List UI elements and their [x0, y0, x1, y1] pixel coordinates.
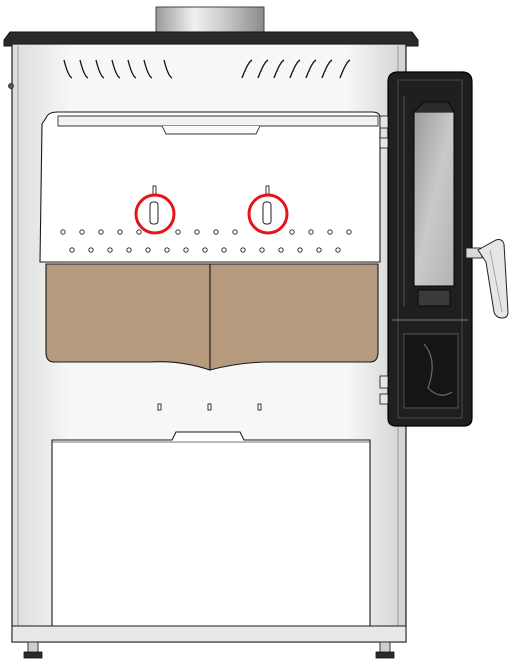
- firebrick-panel-right: [209, 263, 379, 371]
- perforation-row-upper: [60, 229, 352, 235]
- grate-pins: [157, 403, 262, 411]
- door-air-vent: [403, 333, 459, 409]
- top-cap: [3, 31, 419, 47]
- highlight-circle-left: [134, 193, 176, 235]
- lower-compartment: [51, 431, 371, 627]
- door-glass-lower-strip: [417, 289, 451, 307]
- door-inner-edge: [397, 79, 463, 419]
- top-vent-right: [241, 59, 351, 79]
- foot-right: [375, 641, 395, 659]
- top-vent-left: [63, 59, 173, 79]
- foot-left: [23, 641, 43, 659]
- perforation-row-lower: [69, 247, 341, 253]
- highlight-circle-right: [247, 193, 289, 235]
- base-plinth: [11, 625, 407, 643]
- baffle-plate: [57, 115, 379, 127]
- firebox-recess: [39, 111, 381, 263]
- stove-door: [379, 71, 473, 427]
- door-glass: [413, 111, 455, 287]
- firebrick-panel-left: [45, 263, 211, 371]
- side-screw: [8, 83, 14, 89]
- baffle-lip: [161, 125, 261, 135]
- door-hinges: [379, 115, 389, 405]
- door-handle: [465, 239, 509, 319]
